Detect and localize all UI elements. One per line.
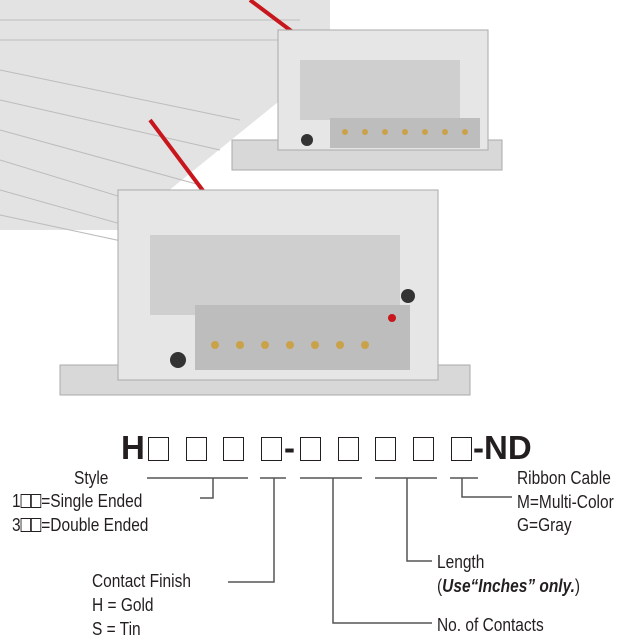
part-number-box (261, 437, 282, 461)
part-number-box (338, 437, 359, 461)
ribbon-cable-assembly-illustration (0, 0, 503, 396)
contacts-callout-line (300, 477, 432, 624)
length-note: (Use“Inches” only.) (437, 576, 581, 596)
contact-finish-tin: S = Tin (92, 619, 141, 639)
ribbon-cable-title: Ribbon Cable (517, 468, 611, 488)
part-number-box (451, 437, 472, 461)
ribbon-callout-line (450, 477, 512, 498)
part-number-box (413, 437, 434, 461)
part-number-box (148, 437, 169, 461)
length-title: Length (437, 552, 485, 572)
part-number-prefix: H (121, 429, 145, 466)
connector-front (59, 189, 471, 396)
length-callout-line (375, 477, 437, 562)
finish-callout-line (228, 477, 286, 583)
contact-finish-title: Contact Finish (92, 571, 191, 591)
part-number-suffix: -ND (473, 429, 532, 466)
ribbon-cable-multicolor: M=Multi-Color (517, 492, 614, 512)
part-number-dash: - (284, 429, 295, 466)
contact-finish-gold: H = Gold (92, 595, 154, 615)
connector-rear (231, 29, 503, 171)
style-title: Style (74, 468, 109, 488)
part-number-box (375, 437, 396, 461)
style-option-single: 1=Single Ended (12, 491, 143, 511)
ribbon-cable-gray: G=Gray (517, 515, 572, 535)
style-option-double: 3=Double Ended (12, 515, 149, 535)
part-number-box (300, 437, 321, 461)
part-number-box (186, 437, 207, 461)
part-number-box (223, 437, 244, 461)
contacts-title: No. of Contacts (437, 615, 544, 635)
style-callout-line (147, 477, 248, 499)
